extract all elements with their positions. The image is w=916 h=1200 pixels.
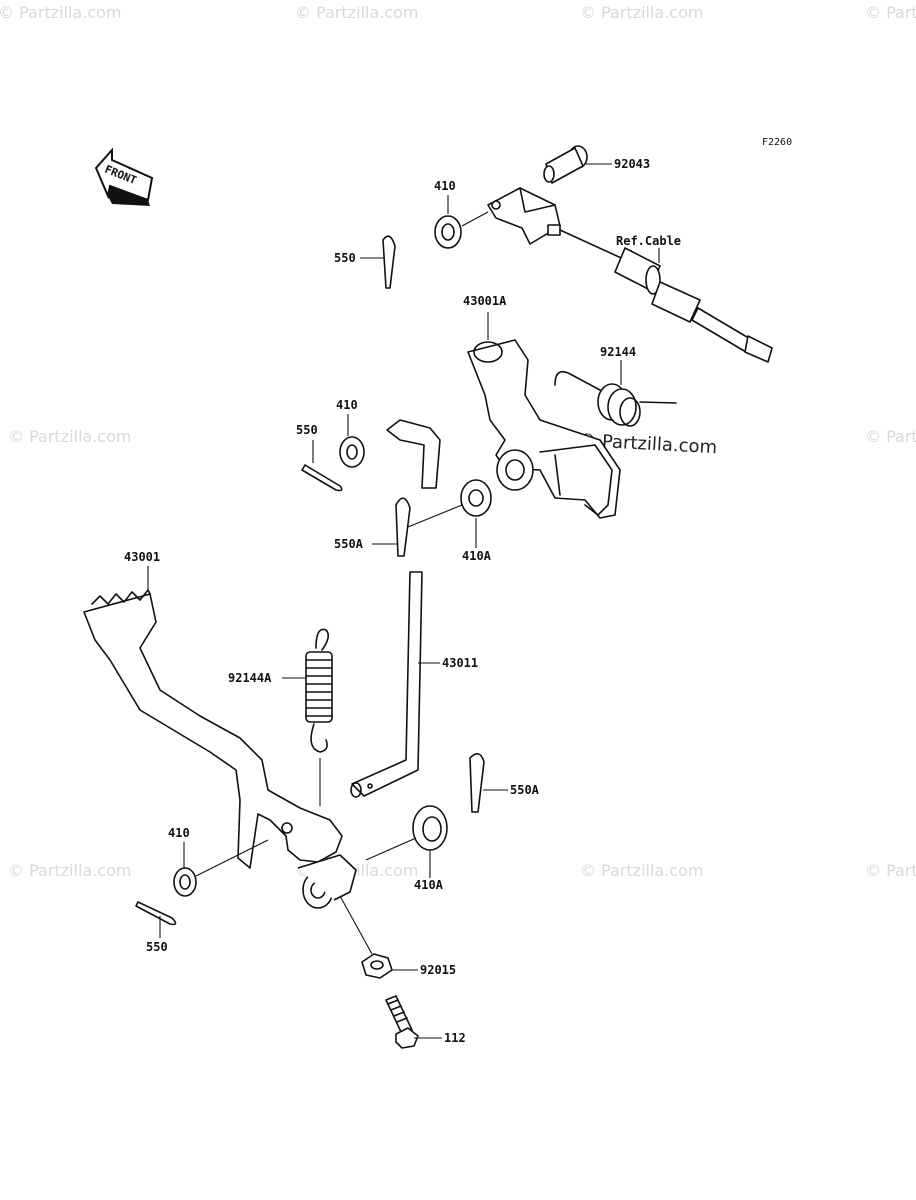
rod-pin-bent — [386, 419, 441, 489]
label-550A-low: 550A — [510, 783, 540, 797]
label-92144A: 92144A — [228, 671, 272, 685]
watermark-6: © Partzilla.com — [865, 427, 916, 446]
label-410-low: 410 — [168, 826, 190, 840]
cotter-pin-550-low — [135, 901, 177, 926]
watermark-9: © Partzilla.com — [580, 861, 703, 880]
watermarks: © Partzilla.com © Partzilla.com © Partzi… — [0, 3, 916, 880]
label-92043: 92043 — [614, 157, 650, 171]
watermark-5: © Partzilla.com — [8, 427, 131, 446]
cotter-pin-550-mid — [301, 464, 343, 492]
label-ref-cable: Ref.Cable — [616, 234, 681, 248]
cotter-pin-550A-low — [469, 753, 485, 813]
washer-410-low — [173, 867, 197, 897]
label-43001: 43001 — [124, 550, 160, 564]
watermark-10: © Partzilla.com — [865, 861, 916, 880]
brake-cable — [559, 229, 773, 363]
spring-92144 — [554, 370, 677, 427]
label-550-low: 550 — [146, 940, 168, 954]
cotter-pin-550-top — [382, 235, 396, 289]
label-92144: 92144 — [600, 345, 636, 359]
nut-92015 — [361, 953, 393, 979]
label-410A-mid: 410A — [462, 549, 492, 563]
label-43001A: 43001A — [463, 294, 507, 308]
label-112: 112 — [444, 1031, 466, 1045]
label-92015: 92015 — [420, 963, 456, 977]
label-550-top: 550 — [334, 251, 356, 265]
watermark-1: © Partzilla.com — [0, 3, 121, 22]
front-arrow-icon: FRONT — [94, 147, 154, 206]
cable-clevis — [487, 187, 561, 245]
spring-92144A — [305, 628, 333, 753]
cotter-pin-550A-mid — [395, 497, 411, 557]
label-410-mid: 410 — [336, 398, 358, 412]
washer-410A-low — [412, 805, 448, 851]
bolt-112 — [385, 995, 419, 1049]
clevis-pin-92043 — [543, 145, 588, 184]
label-410-top: 410 — [434, 179, 456, 193]
label-43011: 43011 — [442, 656, 478, 670]
washer-410-mid — [339, 436, 365, 468]
label-410A-low: 410A — [414, 878, 444, 892]
label-550A-mid: 550A — [334, 537, 364, 551]
washer-410-top — [434, 215, 462, 249]
watermark-2: © Partzilla.com — [295, 3, 418, 22]
washer-410A-mid — [460, 479, 492, 517]
brake-rod-43011 — [350, 571, 423, 798]
figure-code: F2260 — [762, 137, 792, 148]
watermark-7: © Partzilla.com — [8, 861, 131, 880]
watermark-4: © Partzilla.com — [865, 3, 916, 22]
brake-pedal-43001 — [83, 589, 357, 909]
label-550-mid: 550 — [296, 423, 318, 437]
watermark-3: © Partzilla.com — [580, 3, 703, 22]
lever-43001A — [467, 339, 621, 519]
